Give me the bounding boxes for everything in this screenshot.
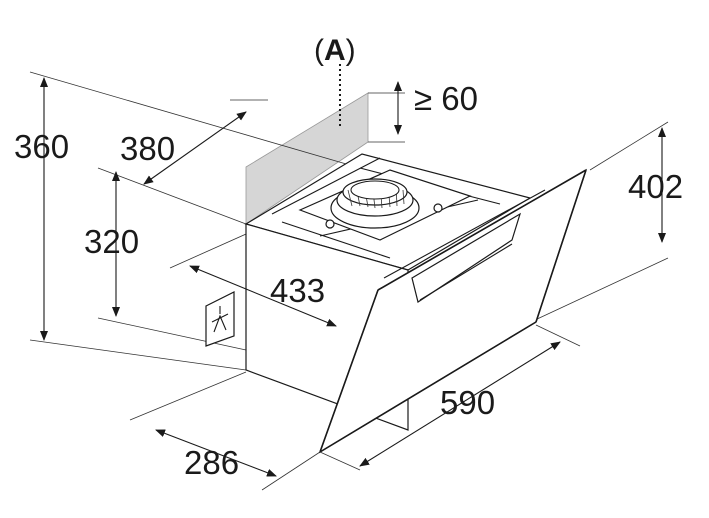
dimension-lines bbox=[40, 64, 666, 477]
dim-height-body: 320 bbox=[84, 223, 139, 260]
fan-icon bbox=[325, 178, 443, 229]
dim-clearance: ≥ 60 bbox=[414, 80, 478, 117]
dim-depth-body: 433 bbox=[270, 272, 325, 309]
dim-depth-bottom: 286 bbox=[184, 444, 239, 481]
dim-height-total: 360 bbox=[14, 128, 69, 165]
power-socket-icon bbox=[205, 291, 235, 347]
dim-width-front: 590 bbox=[440, 384, 495, 421]
label-a: (A) bbox=[314, 34, 356, 67]
dim-width-depth-top: 380 bbox=[120, 130, 175, 167]
dim-height-front: 402 bbox=[628, 168, 683, 205]
